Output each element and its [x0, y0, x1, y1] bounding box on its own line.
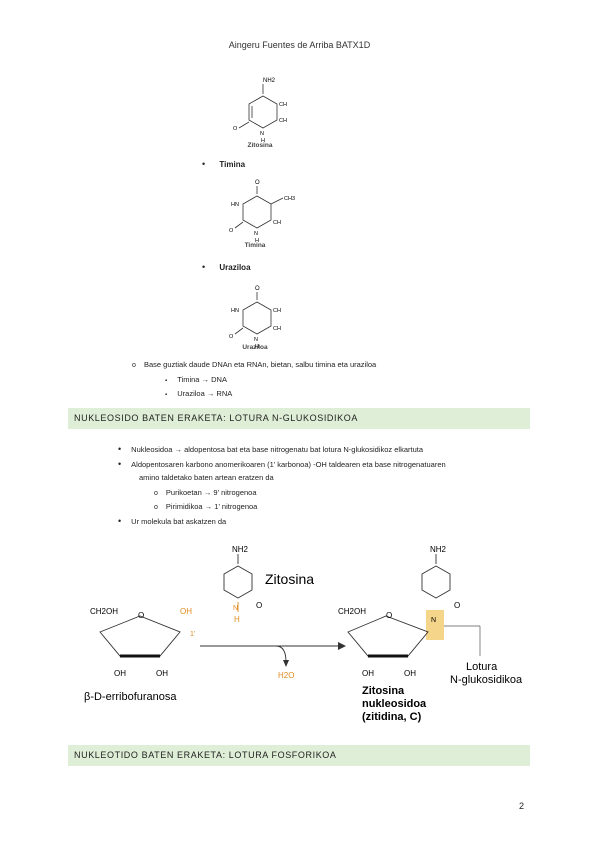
- oh-orange: OH: [180, 607, 192, 616]
- svg-text:CH3: CH3: [284, 196, 295, 202]
- svg-text:NH2: NH2: [232, 545, 249, 554]
- uraziloa-structure: O HN CH CH O N H: [229, 286, 281, 348]
- bullet-dot: •: [202, 262, 206, 272]
- list-item: •Aldopentosaren karbono anomerikoaren (1…: [118, 459, 446, 469]
- circle-bullet-icon: o: [154, 490, 158, 497]
- circle-bullet-icon: o: [154, 504, 158, 511]
- svg-text:O: O: [233, 126, 238, 132]
- zitosina-label: Zitosina: [265, 571, 314, 587]
- svg-text:O: O: [229, 228, 234, 234]
- page-header: Aingeru Fuentes de Arriba BATX1D: [228, 40, 371, 50]
- svg-text:H: H: [255, 344, 259, 348]
- svg-text:N: N: [254, 231, 258, 237]
- list-item-continuation: amino taldetako baten artean eratzen da: [139, 473, 274, 482]
- zitosina-caption: Zitosina: [247, 142, 273, 149]
- bullet-dot: •: [202, 159, 206, 169]
- svg-text:H: H: [255, 238, 259, 244]
- sugar-label: β-D-erribofuranosa: [84, 691, 177, 703]
- svg-text:N-glukosidikoa: N-glukosidikoa: [450, 674, 523, 686]
- square-bullet-icon: ▪: [165, 378, 168, 384]
- zitosina-structure: NH2 CH CH O N H: [233, 78, 287, 144]
- uraziloa-caption: Uraziloa: [242, 344, 268, 351]
- svg-text:CH: CH: [273, 308, 281, 314]
- svg-text:O: O: [255, 180, 260, 186]
- svg-text:OH: OH: [362, 669, 374, 678]
- svg-text:O: O: [255, 286, 260, 292]
- water-label: H2O: [278, 671, 294, 680]
- section-heading-nukleosido: NUKLEOSIDO BATEN ERAKETA: LOTURA N-GLUKO…: [68, 408, 530, 429]
- timina-caption: Timina: [244, 242, 266, 249]
- nucleoside-reaction-diagram: NH2 Zitosina N H O CH2OH O OH 1’ OH OH β…: [84, 545, 523, 723]
- svg-text:O: O: [454, 601, 460, 610]
- list-item: •Nukleosidoa → aldopentosa bat eta base …: [118, 444, 424, 454]
- circle-bullet-icon: o: [132, 362, 136, 369]
- svg-text:N: N: [254, 337, 258, 343]
- svg-text:OH: OH: [156, 669, 168, 678]
- svg-text:N: N: [233, 605, 238, 612]
- svg-text:H: H: [234, 615, 240, 624]
- page-number: 2: [519, 801, 525, 811]
- svg-text:O: O: [386, 611, 392, 620]
- timina-structure: O CH3 HN CH O N H: [229, 180, 295, 244]
- svg-text:CH: CH: [279, 118, 287, 124]
- svg-text:CH2OH: CH2OH: [90, 607, 118, 616]
- square-bullet-icon: ▪: [165, 392, 168, 398]
- base-note: o Base guztiak daude DNAn eta RNAn, biet…: [132, 360, 377, 369]
- svg-text:CH2OH: CH2OH: [338, 607, 366, 616]
- svg-text:NH2: NH2: [430, 545, 447, 554]
- svg-text:O: O: [256, 601, 262, 610]
- svg-text:1’: 1’: [190, 631, 196, 638]
- svg-text:N: N: [431, 617, 436, 624]
- bond-highlight: [426, 610, 444, 640]
- svg-text:H: H: [261, 138, 265, 144]
- svg-text:O: O: [138, 611, 144, 620]
- svg-text:nukleosidoa: nukleosidoa: [362, 698, 427, 710]
- svg-text:CH: CH: [273, 326, 281, 332]
- svg-text:CH: CH: [279, 102, 287, 108]
- uraziloa-bullet: • Uraziloa: [202, 262, 251, 272]
- svg-text:N: N: [260, 131, 264, 137]
- svg-text:Lotura: Lotura: [466, 661, 498, 673]
- svg-text:O: O: [229, 334, 234, 340]
- timina-bullet: • Timina: [202, 159, 246, 169]
- svg-text:HN: HN: [231, 202, 239, 208]
- svg-text:(zitidina, C): (zitidina, C): [362, 711, 422, 723]
- svg-text:OH: OH: [404, 669, 416, 678]
- base-note-item: ▪ Uraziloa → RNA: [165, 389, 233, 398]
- svg-text:Zitosina: Zitosina: [362, 685, 405, 697]
- section-heading-nukleotido: NUKLEOTIDO BATEN ERAKETA: LOTURA FOSFORI…: [68, 745, 530, 766]
- svg-text:CH: CH: [273, 220, 281, 226]
- svg-text:OH: OH: [114, 669, 126, 678]
- nh2-label: NH2: [263, 78, 276, 84]
- svg-text:HN: HN: [231, 308, 239, 314]
- base-note-item: ▪ Timina → DNA: [165, 375, 227, 384]
- list-item: •Ur molekula bat askatzen da: [118, 516, 227, 526]
